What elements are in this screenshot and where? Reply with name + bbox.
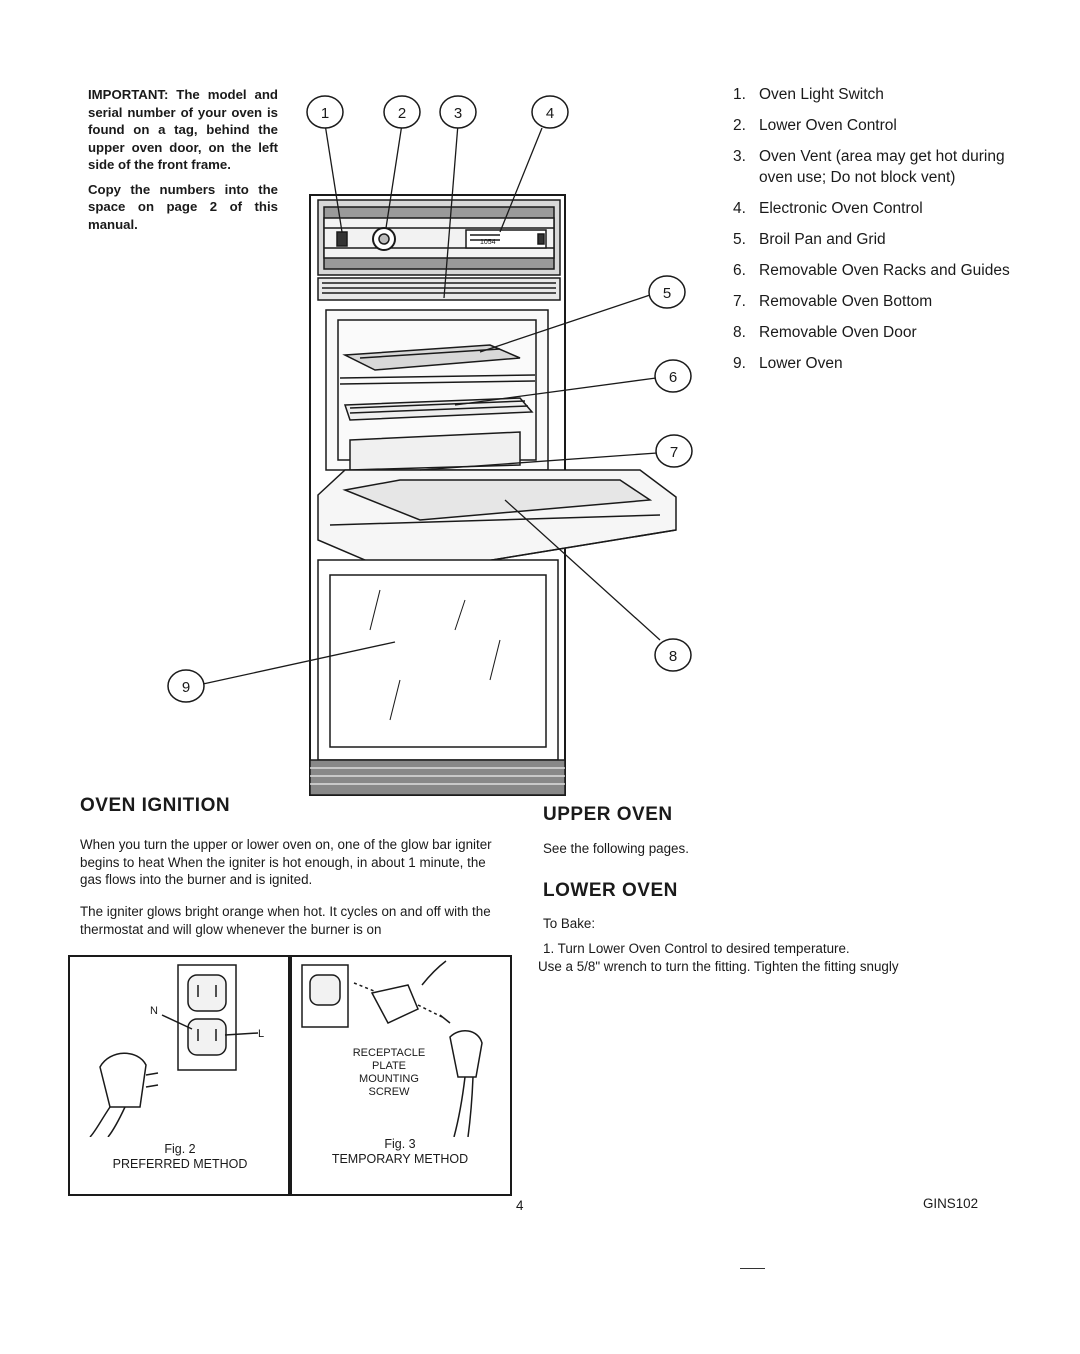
- footer-rule: [740, 1268, 765, 1269]
- important-note-paragraph-2: Copy the numbers into the space on page …: [88, 181, 278, 232]
- display-readout: 1054: [480, 239, 496, 246]
- list-item: 7.Removable Oven Bottom: [733, 293, 933, 310]
- list-item: 4.Electronic Oven Control: [733, 200, 923, 217]
- callout-2: 2: [398, 105, 406, 122]
- lower-oven-to-bake: To Bake:: [543, 916, 596, 931]
- list-item: 9.Lower Oven: [733, 355, 843, 372]
- callout-9: 9: [182, 679, 190, 696]
- list-item: 8.Removable Oven Door: [733, 324, 917, 341]
- fig3-number: Fig. 3: [384, 1137, 416, 1151]
- callout-8: 8: [669, 648, 677, 665]
- figure-3-box: RECEPTACLE PLATE MOUNTING SCREW Fig. 3 T…: [288, 955, 512, 1196]
- oven-ignition-paragraph-1: When you turn the upper or lower oven on…: [80, 837, 492, 887]
- fig2-caption: PREFERRED METHOD: [112, 1157, 248, 1171]
- label-l: L: [258, 1028, 264, 1040]
- important-note: IMPORTANT: The model and serial number o…: [88, 86, 278, 240]
- upper-oven-text: See the following pages.: [543, 841, 689, 856]
- lower-oven-heading: LOWER OVEN: [543, 880, 678, 901]
- lower-oven-note: Use a 5/8" wrench to turn the fitting. T…: [538, 959, 899, 974]
- fig3-part-labels: RECEPTACLE PLATE MOUNTING SCREW: [352, 1047, 426, 1098]
- figure-2-box: N L Fig. 2 PREFERRED METHOD: [68, 955, 292, 1196]
- fig3-caption: TEMPORARY METHOD: [331, 1152, 469, 1166]
- document-code: GINS102: [923, 1196, 979, 1211]
- page-number: 4: [516, 1198, 524, 1213]
- upper-oven-heading: UPPER OVEN: [543, 804, 673, 825]
- wall-oven-diagram: 1054 1 2 3 4 5 6 7 8 9: [167, 95, 693, 796]
- label-n: N: [150, 1005, 158, 1017]
- outlet-diagram-fig2: N L: [89, 964, 264, 1138]
- outlet-diagram-fig3: [301, 960, 483, 1137]
- lower-oven-step-1: 1. Turn Lower Oven Control to desired te…: [543, 941, 850, 956]
- callout-5: 5: [663, 285, 671, 302]
- oven-ignition-paragraph-2: The igniter glows bright orange when hot…: [80, 904, 491, 937]
- fig2-number: Fig. 2: [164, 1142, 196, 1156]
- parts-list: 1.Oven Light Switch 2.Lower Oven Control…: [733, 84, 1033, 384]
- list-item: 5.Broil Pan and Grid: [733, 231, 886, 248]
- callout-7: 7: [670, 444, 678, 461]
- list-item: 6.Removable Oven Racks and Guides: [733, 262, 1010, 279]
- callout-4: 4: [546, 105, 554, 122]
- list-item: 1.Oven Light Switch: [733, 86, 884, 103]
- callout-1: 1: [321, 105, 329, 122]
- callout-3: 3: [454, 105, 462, 122]
- callout-6: 6: [669, 369, 677, 386]
- list-item: 3.Oven Vent (area may get hot during ove…: [733, 148, 1005, 186]
- oven-ignition-heading: OVEN IGNITION: [80, 795, 231, 816]
- important-note-paragraph-1: IMPORTANT: The model and serial number o…: [88, 87, 278, 172]
- list-item: 2.Lower Oven Control: [733, 117, 897, 134]
